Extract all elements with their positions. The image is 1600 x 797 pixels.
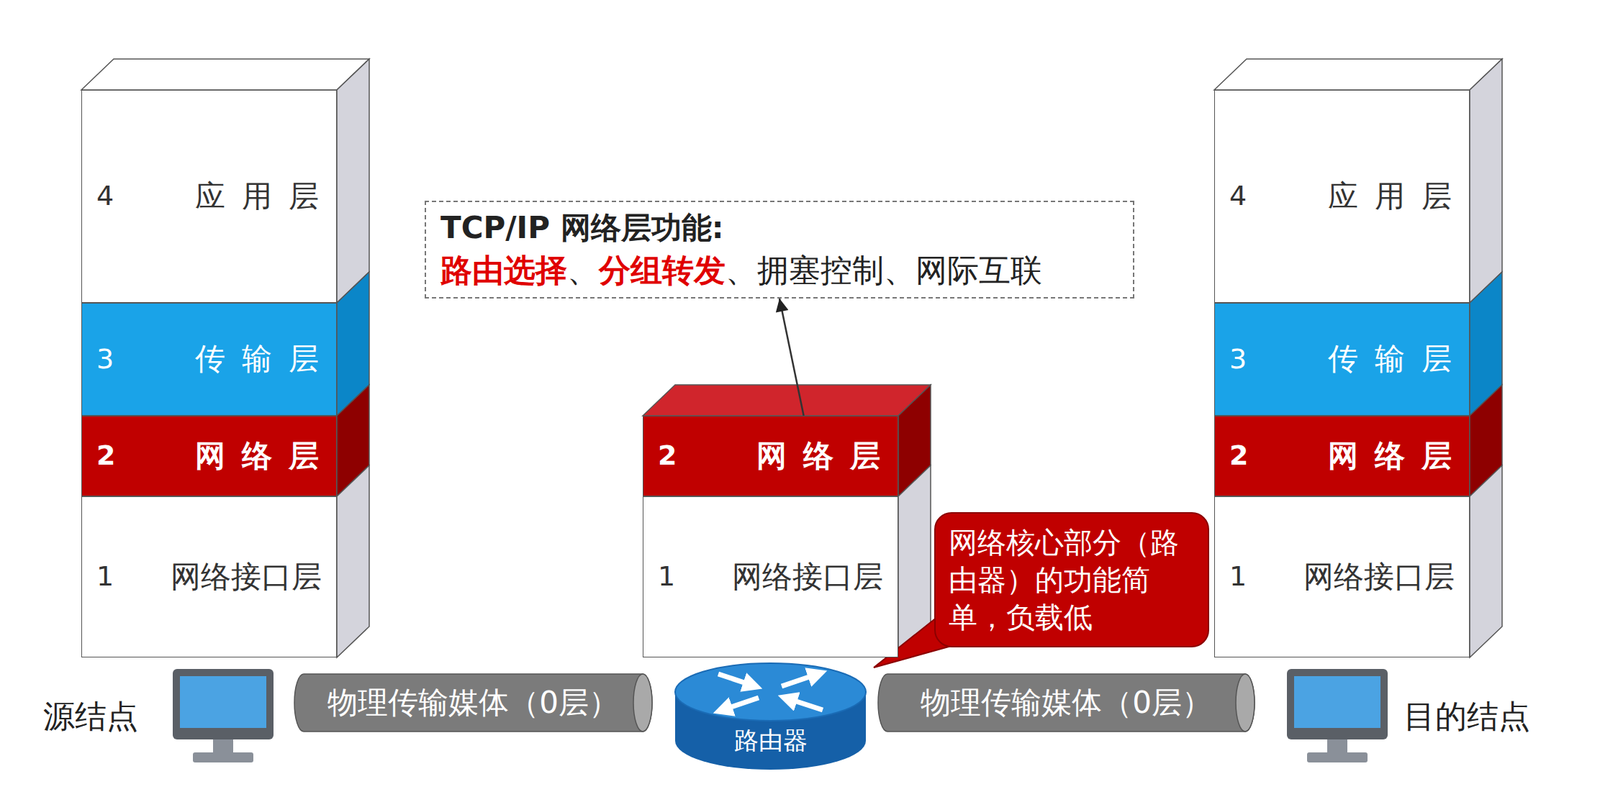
layer-name: 网络接口层 [170,559,322,596]
monitor-base [192,752,254,763]
interface-layer: 1 网络接口层 [1214,496,1470,658]
pipe-end [1235,674,1255,732]
pipe-body [878,674,1255,732]
router-arrow [781,674,818,687]
monitor-neck [213,739,234,753]
interface-layer: 1 网络接口层 [642,496,899,658]
layer-name: 应用层 [1327,178,1469,215]
network-layer: 2 网络层 [1214,416,1470,497]
stack-side-face [336,59,370,304]
application-layer: 4 应用层 [1214,89,1470,304]
layer-number: 1 [96,560,114,594]
layer-number: 3 [96,343,114,377]
function-callout: TCP/IP 网络层功能:路由选择、分组转发、拥塞控制、网际互联 [424,200,1135,299]
router-icon: 路由器 [673,662,868,772]
layer-name: 网络接口层 [1303,559,1455,596]
layer-number: 2 [657,439,677,473]
bubble-text: 网络核心部分（路由器）的功能简单，负载低 [948,523,1195,637]
router-label: 路由器 [734,726,808,756]
destination-node-label: 目的结点 [1403,698,1531,737]
pipe-end [633,674,653,732]
application-layer: 4 应用层 [81,89,337,304]
network-layer: 2 网络层 [642,416,899,497]
router-arrow [787,698,823,711]
layer-number: 1 [657,560,676,594]
layer-name: 传输层 [1327,341,1469,378]
layer-number: 2 [96,439,116,473]
layer-name: 网络接口层 [731,559,884,596]
source-node-label: 源结点 [43,698,139,737]
monitor-frame [1286,669,1388,740]
stack-side-face [336,465,370,658]
layer-name: 网络层 [195,438,336,475]
connector-arrow [779,298,804,417]
stack-side-face [1469,59,1503,304]
transmission-medium: 物理传输媒体（0层） [877,673,1256,733]
router-arrow [718,674,753,686]
stack-side-face [1469,465,1503,658]
stack-top-face [642,385,931,417]
transport-layer: 3 传输层 [81,303,337,417]
stack-top-face [81,59,370,90]
layer-number: 4 [96,179,114,214]
layer-number: 4 [1229,179,1247,214]
layer-name: 网络层 [756,438,897,475]
callout-line: TCP/IP 网络层功能: [440,208,1119,250]
stack-top-face [1214,59,1503,90]
pipe-body [294,674,653,732]
transmission-medium: 物理传输媒体（0层） [293,673,653,733]
interface-layer: 1 网络接口层 [81,496,337,658]
layer-name: 应用层 [195,178,336,215]
layer-number: 2 [1229,439,1249,473]
highlight-text: 分组转发 [598,251,726,289]
callout-text: 、 [567,251,599,289]
speech-bubble: 网络核心部分（路由器）的功能简单，负载低 [934,512,1210,648]
network-layer: 2 网络层 [81,416,337,497]
medium-label: 物理传输媒体（0层） [920,683,1213,724]
callout-text: 、拥塞控制、网际互联 [725,251,1043,289]
callout-heading: TCP/IP 网络层功能: [440,210,724,246]
highlight-text: 路由选择 [440,251,568,289]
monitor-screen [1294,676,1381,729]
layer-name: 传输层 [195,341,336,378]
medium-label: 物理传输媒体（0层） [327,683,619,724]
layer-number: 3 [1229,343,1247,377]
monitor-frame [172,669,274,740]
monitor-screen [179,676,267,729]
router-arrow [722,698,759,711]
layer-number: 1 [1229,560,1247,594]
callout-line: 路由选择、分组转发、拥塞控制、网际互联 [440,249,1119,292]
router-top [675,663,866,722]
monitor-base [1307,752,1368,763]
layer-name: 网络层 [1327,438,1469,475]
monitor-neck [1327,739,1348,753]
transport-layer: 3 传输层 [1214,303,1470,417]
